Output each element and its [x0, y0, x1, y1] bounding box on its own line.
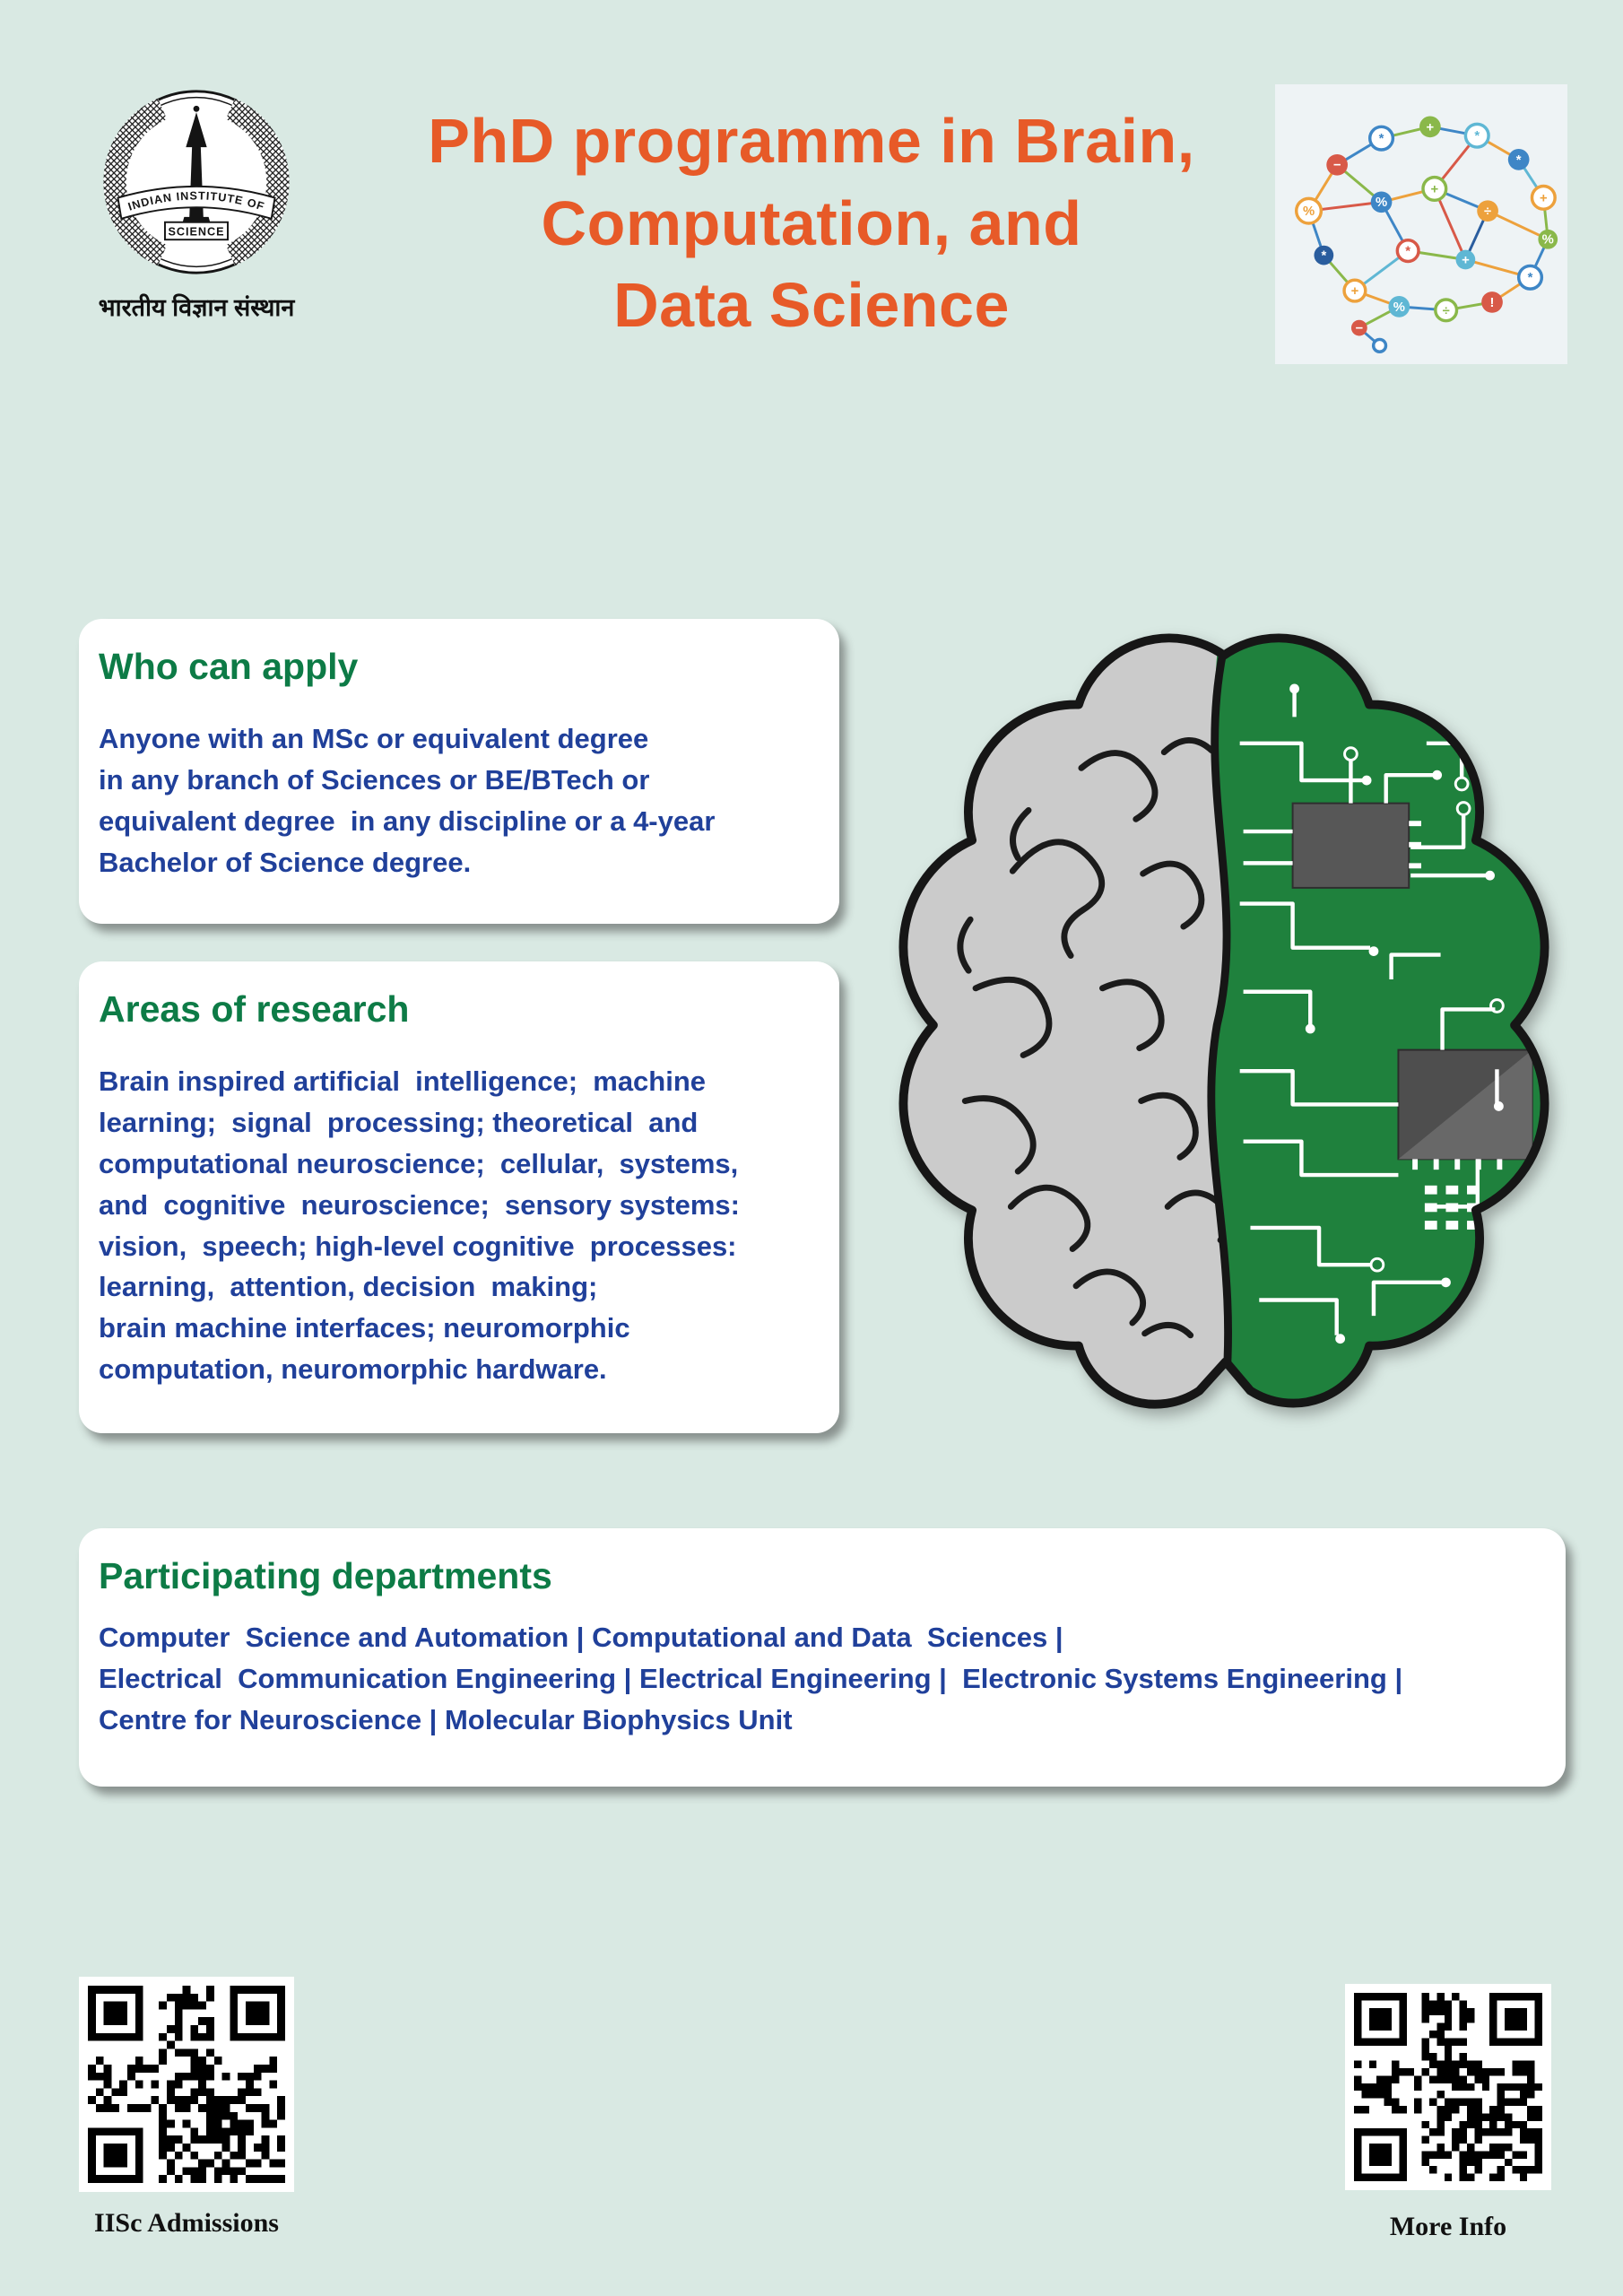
title-line: Computation, and: [541, 187, 1082, 258]
svg-text:+: +: [1351, 284, 1359, 299]
svg-text:+: +: [1540, 191, 1548, 205]
who-can-apply-card: Who can apply Anyone with an MSc or equi…: [79, 619, 839, 924]
qr-label-admissions: IISc Admissions: [94, 2208, 279, 2238]
emblem-science-text: SCIENCE: [169, 225, 225, 238]
svg-text:÷: ÷: [1443, 304, 1450, 318]
svg-text:%: %: [1393, 300, 1405, 315]
brain-gyri-lines: [957, 737, 1231, 1339]
poster-title: PhD programme in Brain, Computation, and…: [0, 100, 1623, 347]
svg-text:÷: ÷: [1484, 204, 1491, 219]
qr-code-admissions: [79, 1977, 294, 2192]
svg-text:*: *: [1474, 129, 1480, 144]
areas-of-research-card: Areas of research Brain inspired artific…: [79, 961, 839, 1433]
participating-departments-card: Participating departments Computer Scien…: [79, 1528, 1566, 1787]
who-can-apply-heading: Who can apply: [99, 646, 359, 687]
svg-text:*: *: [1516, 153, 1522, 168]
svg-text:%: %: [1376, 196, 1387, 210]
chip-icon: [1291, 802, 1410, 889]
svg-text:*: *: [1321, 249, 1326, 264]
svg-text:%: %: [1303, 204, 1315, 219]
areas-of-research-heading: Areas of research: [99, 988, 410, 1030]
participating-departments-heading: Participating departments: [99, 1555, 552, 1596]
svg-text:−: −: [1356, 322, 1364, 336]
svg-text:*: *: [1528, 271, 1533, 285]
svg-text:*: *: [1379, 132, 1384, 146]
iisc-devanagari-text: भारतीय विज्ञान संस्थान: [98, 294, 295, 321]
participating-departments-text: Computer Science and Automation | Comput…: [99, 1622, 1403, 1735]
title-line: Data Science: [613, 270, 1010, 341]
title-line: PhD programme in Brain,: [428, 106, 1195, 176]
svg-text:+: +: [1430, 182, 1438, 196]
svg-text:*: *: [1405, 245, 1410, 259]
areas-of-research-text: Brain inspired artificial intelligence; …: [99, 1065, 740, 1386]
svg-text:−: −: [1333, 159, 1341, 173]
qr-code-more-info: [1345, 1984, 1551, 2190]
brain-network-icon: % − * + * * +% *! ÷% + *% + ÷ * + −: [1275, 84, 1567, 364]
brain-circuit-illustration: [881, 606, 1567, 1453]
iisc-logo: INDIAN INSTITUTE OF SCIENCE भारतीय विज्ञ…: [79, 86, 314, 323]
svg-text:%: %: [1542, 233, 1554, 248]
qr-label-more-info: More Info: [1389, 2212, 1507, 2241]
svg-text:+: +: [1462, 253, 1470, 267]
iisc-emblem-icon: INDIAN INSTITUTE OF SCIENCE: [103, 90, 290, 274]
tower-silhouette: [169, 112, 223, 237]
svg-text:!: !: [1490, 296, 1495, 310]
svg-text:+: +: [1427, 120, 1435, 135]
